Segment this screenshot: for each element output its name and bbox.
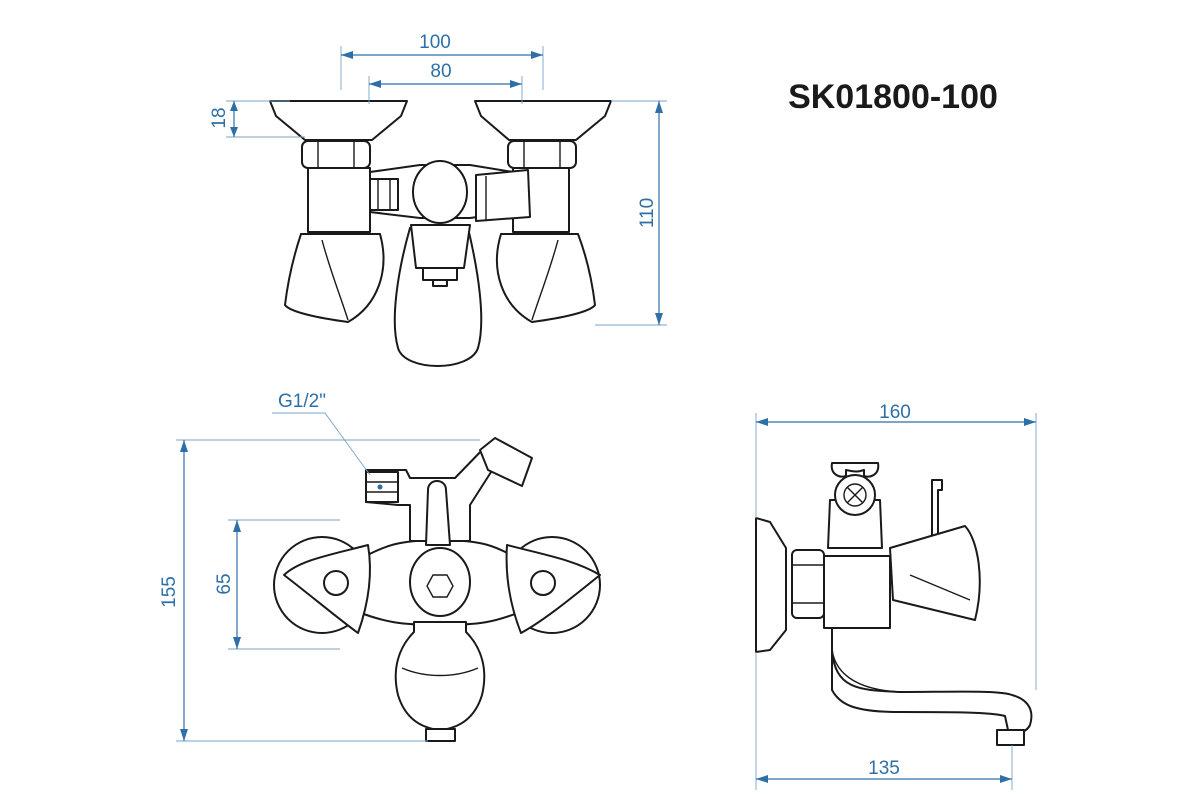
left-valve-body bbox=[307, 167, 371, 233]
shower-holder bbox=[475, 169, 531, 222]
diverter-tip bbox=[432, 279, 448, 287]
dim-flange: 18 bbox=[209, 107, 230, 128]
right-handle-screw bbox=[530, 570, 556, 596]
front-view bbox=[273, 437, 601, 742]
side-view bbox=[755, 462, 1033, 746]
shower-holder-front bbox=[479, 437, 533, 487]
diverter-lever bbox=[425, 480, 451, 546]
right-flange bbox=[474, 100, 612, 141]
dim-total-height: 155 bbox=[159, 576, 180, 608]
right-nut bbox=[507, 140, 577, 169]
side-nut bbox=[791, 549, 825, 619]
dim-outer-width: 100 bbox=[419, 32, 451, 53]
center-cap bbox=[409, 547, 471, 617]
dim-inner-width: 80 bbox=[430, 61, 451, 82]
dim-depth: 160 bbox=[879, 402, 911, 423]
side-view-dimensions: 160 135 bbox=[755, 402, 1037, 790]
top-view-dimensions: 100 80 18 110 bbox=[209, 32, 667, 326]
diverter-ball bbox=[412, 160, 468, 224]
thread-hex bbox=[369, 178, 399, 211]
diverter-cap bbox=[410, 224, 471, 269]
dim-handles: 65 bbox=[214, 573, 235, 594]
side-handle bbox=[889, 525, 981, 621]
front-view-dimensions: G1/2" 65 155 bbox=[159, 391, 480, 742]
dim-thread: G1/2" bbox=[278, 391, 326, 412]
model-title: SK01800-100 bbox=[788, 78, 998, 116]
dim-height: 110 bbox=[637, 198, 658, 228]
top-view bbox=[269, 100, 612, 367]
side-hook bbox=[830, 462, 880, 478]
side-spout bbox=[831, 627, 1033, 733]
left-nut bbox=[301, 140, 371, 169]
side-spout-tip bbox=[996, 729, 1025, 746]
side-valve-body bbox=[823, 555, 891, 629]
spout-tip bbox=[425, 728, 456, 742]
left-flange bbox=[269, 100, 408, 141]
diverter-knob bbox=[422, 267, 458, 281]
dim-spout: 135 bbox=[868, 758, 900, 779]
wall-flange bbox=[755, 517, 787, 653]
hex-socket-icon bbox=[426, 574, 454, 598]
left-handle-screw bbox=[323, 570, 349, 596]
